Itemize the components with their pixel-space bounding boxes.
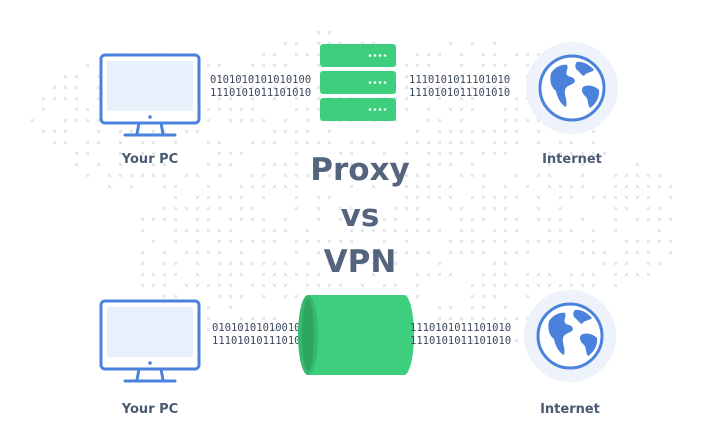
vpn-tunnel-icon: [298, 295, 414, 375]
binary-line: 1110101011101010: [409, 74, 511, 86]
globe-icon: [526, 42, 618, 134]
proxy-binary-right: 1110101011101010 1110101011101010: [409, 74, 510, 100]
server-stack-icon: [320, 44, 396, 121]
proxy-pc-label: Your PC: [121, 152, 179, 167]
proxy-internet-label: Internet: [542, 152, 602, 167]
vpn-internet-label: Internet: [540, 402, 600, 417]
title-proxy: Proxy: [310, 152, 410, 188]
globe-icon: [524, 290, 616, 382]
binary-line: 1110101011101010: [210, 87, 312, 99]
desktop-monitor-icon: [99, 53, 201, 137]
binary-line: 0101010101010100: [210, 74, 312, 86]
binary-line: 1110101011101010: [410, 335, 512, 347]
title-vs: vs: [340, 198, 380, 234]
binary-line: 1110101011101010: [410, 322, 512, 334]
binary-line: 111010101110101: [212, 335, 307, 347]
binary-line: 1110101011101010: [409, 87, 511, 99]
vpn-pc-label: Your PC: [121, 402, 179, 417]
vpn-binary-right: 1110101011101010 1110101011101010: [410, 322, 511, 348]
desktop-monitor-icon: [99, 299, 201, 383]
proxy-binary-left: 0101010101010100 1110101011101010: [210, 74, 311, 100]
title-vpn: VPN: [323, 244, 397, 280]
binary-line: 010101010100100: [212, 322, 307, 334]
vpn-binary-left: 010101010100100 111010101110101: [212, 322, 307, 348]
